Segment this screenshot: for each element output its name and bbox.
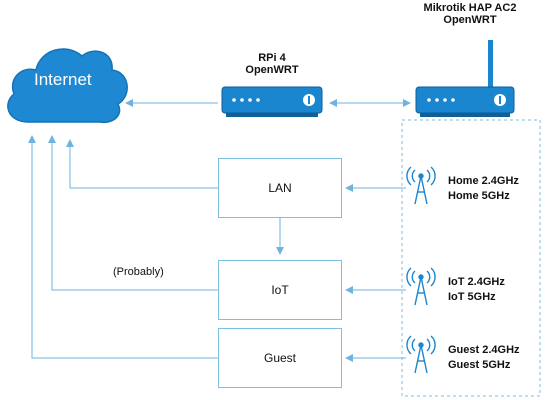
- probably-label: (Probably): [113, 266, 164, 278]
- rpi-title-line2: OpenWRT: [245, 64, 299, 76]
- rpi-router-icon: [221, 86, 323, 117]
- internet-label: Internet: [34, 70, 92, 89]
- mikrotik-title-line1: Mikrotik HAP AC2: [423, 2, 517, 14]
- wifi-guest-2g: Guest 2.4GHz: [448, 344, 520, 356]
- wifi-home-labels: Home 2.4GHz Home 5GHz: [448, 174, 519, 204]
- antenna-icon-iot: [406, 267, 436, 306]
- connectors: [28, 99, 411, 362]
- mikrotik-title-line2: OpenWRT: [443, 14, 497, 26]
- wifi-iot-2g: IoT 2.4GHz: [448, 276, 505, 288]
- wifi-guest-5g: Guest 5GHz: [448, 359, 511, 371]
- lan-box: LAN: [218, 158, 342, 218]
- wifi-iot-5g: IoT 5GHz: [448, 291, 496, 303]
- mikrotik-router-icon: [415, 40, 515, 117]
- wifi-guest-labels: Guest 2.4GHz Guest 5GHz: [448, 343, 520, 373]
- rpi-title: RPi 4 OpenWRT: [232, 52, 312, 76]
- antenna-icon-home: [406, 166, 436, 205]
- wifi-home-5g: Home 5GHz: [448, 190, 510, 202]
- iot-box: IoT: [218, 260, 342, 320]
- wifi-home-2g: Home 2.4GHz: [448, 175, 519, 187]
- wifi-iot-labels: IoT 2.4GHz IoT 5GHz: [448, 275, 505, 305]
- antenna-icon-guest: [406, 335, 436, 374]
- guest-box: Guest: [218, 328, 342, 388]
- internet-cloud-icon: [7, 48, 128, 124]
- access-point-group: [401, 119, 541, 397]
- rpi-title-line1: RPi 4: [258, 52, 286, 64]
- mikrotik-title: Mikrotik HAP AC2 OpenWRT: [410, 2, 530, 26]
